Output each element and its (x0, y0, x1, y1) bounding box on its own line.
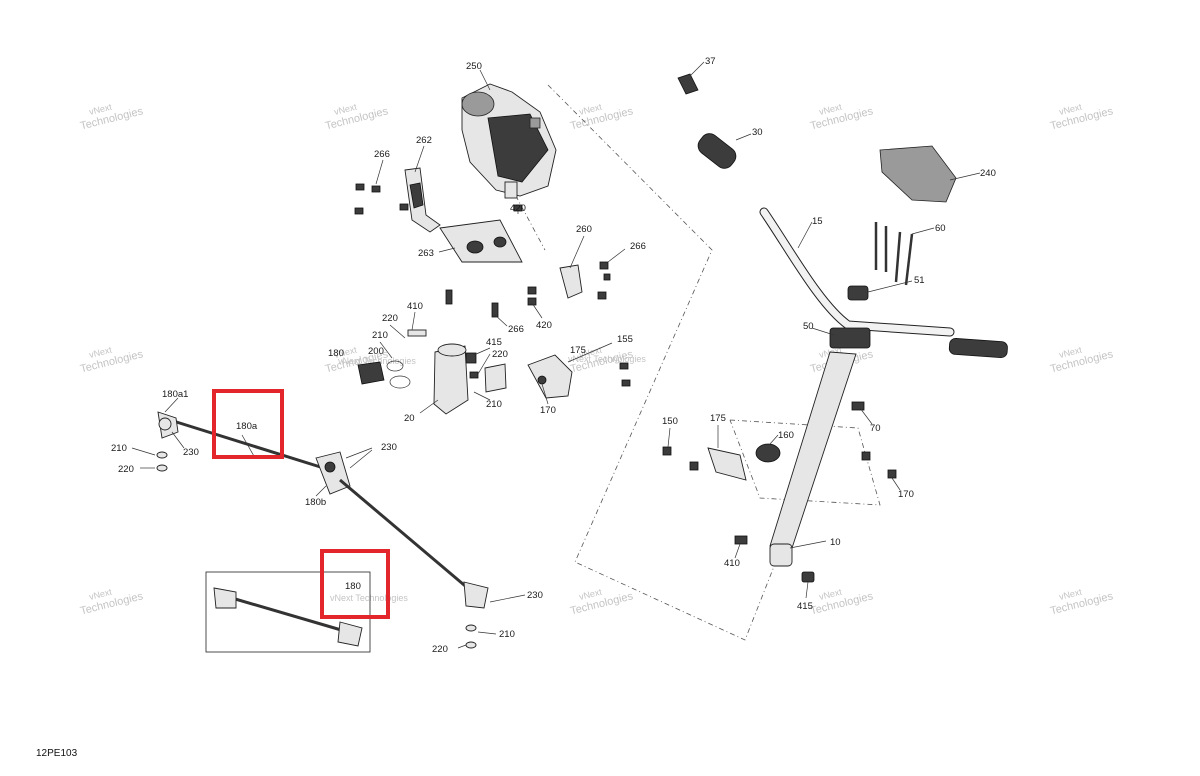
callout-label: 160 (778, 430, 794, 441)
callout-label: 170 (540, 405, 556, 416)
callout-label: 230 (183, 447, 199, 458)
callout-label: 10 (830, 537, 841, 548)
callout-label: 180 (345, 581, 361, 592)
callout-labels: 250 262 266 420 260 266 263 410 420 266 … (111, 56, 996, 655)
callout-label: 180 (328, 348, 344, 359)
callout-label: 210 (486, 399, 502, 410)
callout-label: 415 (486, 337, 502, 348)
callout-label: 60 (935, 223, 946, 234)
callout-label: 420 (536, 320, 552, 331)
callout-label: 210 (372, 330, 388, 341)
tie-rod-assembly (156, 411, 489, 649)
bracket-262 (404, 167, 441, 233)
callout-label: 180a1 (162, 389, 188, 400)
callout-label: 230 (527, 590, 543, 601)
callout-label: 51 (914, 275, 925, 286)
callout-label: 415 (797, 601, 813, 612)
callout-label: 170 (898, 489, 914, 500)
callout-label: 410 (724, 558, 740, 569)
callout-label: 250 (466, 61, 482, 72)
bracket-260 (445, 261, 611, 318)
callout-label: 263 (418, 248, 434, 259)
callout-label: 30 (752, 127, 763, 138)
callout-label: 230 (381, 442, 397, 453)
callout-label: 37 (705, 56, 716, 67)
watermark-inline: vNext Technologies (338, 356, 416, 366)
callout-label: 180a (236, 421, 258, 432)
mounting-plate-263 (439, 219, 523, 263)
bracket-175-upper (527, 354, 631, 399)
callout-label: 260 (576, 224, 592, 235)
callout-label: 220 (432, 644, 448, 655)
watermark-layer: vNext Technologies vNext Technologies vN… (79, 102, 1115, 618)
power-steering-unit (461, 83, 557, 199)
callout-label: 200 (368, 346, 384, 357)
highlight-box-180a (212, 389, 284, 459)
callout-label: 262 (416, 135, 432, 146)
highlight-box-180 (320, 549, 390, 619)
watermark-inline: vNext Technologies (568, 354, 646, 364)
callout-label: 150 (662, 416, 678, 427)
callout-label: 220 (492, 349, 508, 360)
callout-label: 175 (570, 345, 586, 356)
watermark-inline: vNext Technologies (330, 593, 408, 603)
callout-label: 240 (980, 168, 996, 179)
callout-label: 410 (407, 301, 423, 312)
callout-label: 420 (510, 203, 526, 214)
callout-label: 70 (870, 423, 881, 434)
column-clamp-20 (357, 329, 507, 415)
inset-box (205, 571, 371, 653)
callout-label: 210 (499, 629, 515, 640)
callout-label: 266 (374, 149, 390, 160)
callout-label: 15 (812, 216, 823, 227)
diagram-code: 12PE103 (36, 748, 78, 759)
handlebar-assembly (662, 73, 1008, 583)
callout-label: 220 (382, 313, 398, 324)
callout-label: 20 (404, 413, 415, 424)
callout-label: 50 (803, 321, 814, 332)
callout-label: 220 (118, 464, 134, 475)
callout-label: 210 (111, 443, 127, 454)
leader-lines (131, 61, 981, 649)
callout-label: 266 (630, 241, 646, 252)
callout-label: 175 (710, 413, 726, 424)
callout-label: 180b (305, 497, 326, 508)
callout-label: 266 (508, 324, 524, 335)
callout-label: 155 (617, 334, 633, 345)
